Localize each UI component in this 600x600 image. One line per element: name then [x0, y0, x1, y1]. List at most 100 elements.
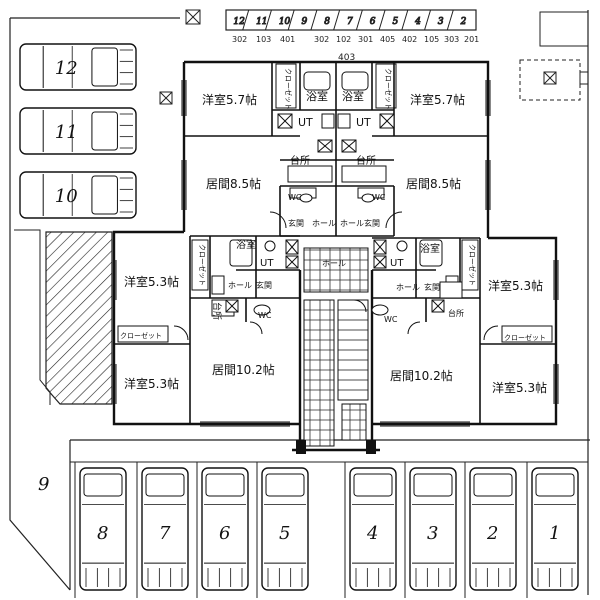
top-lot-number: 4 — [414, 17, 421, 27]
unit-label: 302 — [232, 35, 247, 44]
room-wc: WC — [384, 315, 398, 324]
unit-label: 201 — [464, 35, 479, 44]
room-bath: 浴室 — [236, 238, 256, 251]
unit-label: 105 — [424, 35, 439, 44]
parked-car: 10 — [19, 171, 137, 219]
lot-divider — [333, 9, 341, 31]
room-hall: ホール — [312, 219, 336, 228]
parked-car: 2 — [469, 467, 517, 591]
unit-label: 102 — [336, 35, 351, 44]
top-lot-number: 3 — [438, 17, 444, 27]
room-kitchen: 台所 — [211, 302, 223, 320]
room-western-5-3: 洋室5.3帖 — [492, 380, 547, 395]
room-utility: UT — [298, 116, 313, 129]
top-lot-number: 12 — [233, 17, 245, 27]
room-hall: ホール — [228, 281, 252, 290]
room-entrance: 玄関 — [364, 218, 380, 228]
parked-car: 12 — [19, 43, 137, 91]
parked-car: 4 — [349, 467, 397, 591]
room-kitchen: 台所 — [290, 154, 310, 167]
closet-strips — [117, 63, 553, 343]
parked-car: 5 — [261, 467, 309, 591]
room-bath: 浴室 — [306, 89, 328, 103]
parked-car: 7 — [141, 467, 189, 591]
room-living-8-5: 居間8.5帖 — [406, 176, 461, 191]
top-unit-labels: 302 103 401 302 102 301 405 402 105 303 … — [232, 35, 479, 63]
room-western-5-3: 洋室5.3帖 — [488, 278, 543, 293]
car-number: 1 — [549, 523, 560, 544]
lot-divider — [401, 9, 409, 31]
top-lot-number: 6 — [370, 17, 376, 27]
room-living-10-2: 居間10.2帖 — [212, 362, 275, 377]
car-number: 7 — [159, 523, 171, 544]
lot-divider — [242, 9, 250, 31]
top-lot-number: 9 — [302, 17, 308, 27]
car-number: 3 — [427, 523, 438, 544]
parked-car: 3 — [409, 467, 457, 591]
room-entrance: 玄関 — [256, 280, 272, 290]
room-living-10-2: 居間10.2帖 — [390, 368, 453, 383]
unit-label: 303 — [444, 35, 459, 44]
unit-label: 402 — [402, 35, 417, 44]
room-bath: 浴室 — [342, 89, 364, 103]
parked-car: 6 — [201, 467, 249, 591]
interior-walls — [114, 62, 556, 424]
room-kitchen: 台所 — [448, 308, 464, 318]
room-western-5-3: 洋室5.3帖 — [124, 376, 179, 391]
top-lot-number: 10 — [279, 17, 291, 27]
left-parking: 12 11 10 — [19, 43, 137, 219]
window-marks — [111, 80, 559, 427]
lot-divider — [264, 9, 272, 31]
room-living-8-5: 居間8.5帖 — [206, 176, 261, 191]
closet-label: クローゼット — [120, 331, 162, 340]
closet-label: クローゼット — [198, 244, 207, 286]
site-boundary — [9, 10, 590, 595]
boundary-markers — [159, 9, 589, 105]
lot-nine-label: 9 — [38, 474, 49, 495]
closet-label: クローゼット — [384, 68, 393, 110]
parked-car: 8 — [79, 467, 127, 591]
room-wc: WC — [372, 193, 386, 202]
room-western-5-7: 洋室5.7帖 — [410, 92, 465, 107]
car-number: 4 — [366, 523, 378, 544]
parked-car: 11 — [19, 107, 137, 155]
car-number: 10 — [55, 186, 78, 207]
car-number: 6 — [219, 523, 230, 544]
car-number: 12 — [55, 58, 78, 79]
building — [112, 60, 558, 452]
room-utility: UT — [390, 258, 404, 269]
room-kitchen: 台所 — [356, 154, 376, 167]
unit-label: 301 — [358, 35, 373, 44]
closet-label: クローゼット — [504, 333, 546, 342]
room-labels: 洋室5.7帖 洋室5.7帖 浴室 浴室 UT UT 台所 台所 居間8.5帖 居… — [120, 89, 547, 395]
room-entrance: 玄関 — [288, 218, 304, 228]
unit-label: 302 — [314, 35, 329, 44]
vertical-labels: クローゼット クローゼット クローゼット クローゼット 台所 — [198, 68, 477, 320]
unit-label: 103 — [256, 35, 271, 44]
top-lot-number: 11 — [256, 17, 267, 27]
room-wc: WC — [258, 311, 272, 320]
door-swings — [173, 211, 499, 341]
car-number: 11 — [55, 122, 78, 143]
car-number: 2 — [486, 523, 498, 544]
top-lot-number: 5 — [392, 17, 398, 27]
room-entrance: 玄関 — [424, 282, 440, 292]
car-number: 8 — [97, 523, 108, 544]
room-hall: ホール — [396, 283, 420, 292]
closet-label: クローゼット — [468, 244, 477, 286]
unit-label: 405 — [380, 35, 395, 44]
lot-divider — [310, 9, 318, 31]
lot-divider — [446, 9, 454, 31]
room-wc: WC — [288, 193, 302, 202]
top-lot-number: 8 — [324, 17, 330, 27]
room-utility: UT — [260, 258, 274, 269]
top-lot-number: 2 — [460, 17, 467, 27]
lot-divider — [424, 9, 432, 31]
bottom-parking: 8 7 6 5 4 3 2 1 — [70, 461, 588, 598]
unit-label: 403 — [338, 53, 355, 63]
room-utility: UT — [356, 116, 371, 129]
car-number: 5 — [279, 523, 290, 544]
stair-core — [296, 247, 376, 454]
